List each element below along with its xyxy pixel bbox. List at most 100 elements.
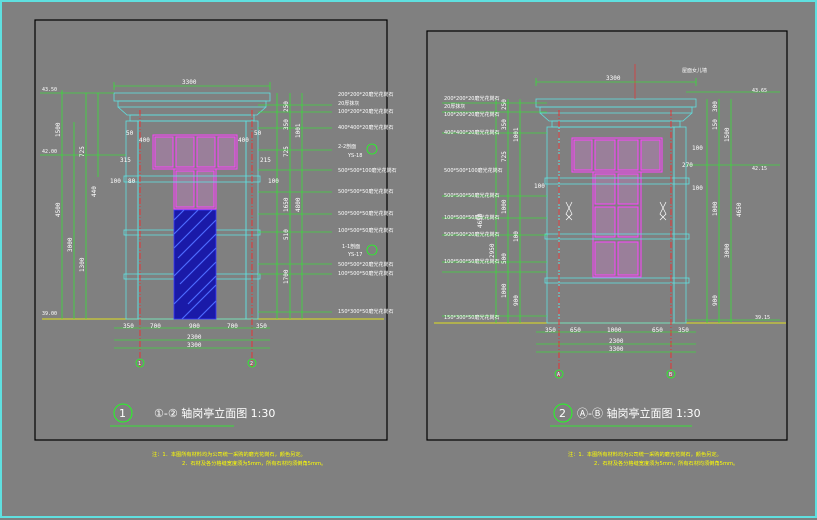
right-dim-2-3: 270 — [682, 162, 693, 169]
overall-width-1: 3300 — [182, 79, 197, 86]
bottom-dim-1-0: 350 — [123, 323, 134, 330]
elevation-base-1: 39.00 — [42, 311, 57, 317]
right-dim-7: 4800 — [295, 197, 302, 212]
right-dim-9: 1700 — [283, 269, 290, 284]
window-lower-2 — [592, 171, 642, 278]
right-dim-6: 1650 — [283, 197, 290, 212]
left-dim-2-6: 2950 — [489, 243, 496, 258]
label-1-2: 100*200*20磨光花岗石 — [338, 108, 393, 115]
right-dim-2-0: 100 — [692, 145, 703, 152]
inner-dim-3: 100 — [110, 178, 121, 185]
note-2-1: 2．石材及各分格缝宽度须为5mm，所有石材均须倒角5mm。 — [594, 459, 738, 467]
door-hatch-lines-1 — [173, 209, 217, 320]
inner-dim-6: 400 — [238, 137, 249, 144]
bottom-dim-2-2: 1000 — [607, 327, 622, 334]
window-lower-1 — [173, 168, 217, 210]
note-1-0: 注：1．本图所有材料均为公司统一采购的磨光花岗石，颜色另定。 — [152, 450, 306, 458]
left-dim-5: 725 — [79, 146, 86, 157]
column-right-2 — [673, 126, 687, 324]
left-dim-2-2: 1001 — [513, 127, 520, 142]
cornice-mid-2 — [539, 106, 693, 114]
section-marker-1-a — [366, 143, 378, 155]
label-2-5: 500*500*50磨光花岗石 — [444, 192, 499, 199]
elevation-base-2: 39.15 — [755, 315, 770, 321]
label-1-13: 100*500*50磨光花岗石 — [338, 270, 393, 277]
right-dim-2-5: 1500 — [724, 127, 731, 142]
right-dim-2-1: 300 — [712, 101, 719, 112]
bottom-total-inner-2: 2300 — [609, 338, 624, 345]
axis-bubble-2-left — [554, 369, 564, 379]
right-dim-1: 250 — [283, 101, 290, 112]
material-labels-1: 200*200*20磨光花岗石 20厚抹灰 100*200*20磨光花岗石 40… — [338, 91, 397, 315]
left-dims-1: 1500 4500 3000 1300 725 440 315 — [55, 122, 131, 272]
inner-dim-1: 50 — [126, 130, 134, 137]
right-dim-2-8: 100 — [692, 185, 703, 192]
elevation-top-1: 43.50 — [42, 87, 57, 93]
label-2-3: 400*400*20磨光花岗石 — [444, 129, 499, 136]
inner-dim-4: 80 — [128, 178, 136, 185]
right-dim-2-2: 150 — [712, 119, 719, 130]
label-1-7: 500*500*50磨光花岗石 — [338, 188, 393, 195]
cornice-base-2 — [551, 120, 681, 128]
right-dim-2-9: 900 — [712, 295, 719, 306]
label-1-9: 100*500*50磨光花岗石 — [338, 227, 393, 234]
label-1-14: 150*300*50磨光花岗石 — [338, 308, 393, 315]
label-1-12: 500*500*20磨光花岗石 — [338, 261, 393, 268]
column-left-2 — [546, 126, 560, 324]
left-dim-1: 1500 — [55, 122, 62, 137]
note-1-1: 2．石材及各分格缝宽度须为5mm，所有石材均须倒角5mm。 — [182, 459, 326, 467]
inner-dim-7: 50 — [254, 130, 262, 137]
note-2-0: 注：1．本图所有材料均为公司统一采购的磨光花岗石，颜色另定。 — [568, 450, 722, 458]
window-upper-2 — [571, 137, 663, 173]
label-2-1: 20厚抹灰 — [444, 103, 465, 110]
bottom-dim-1-4: 350 — [256, 323, 267, 330]
label-2-9: 150*300*50磨光花岗石 — [444, 314, 499, 321]
bottom-dim-2-3: 650 — [652, 327, 663, 334]
left-dim-2-9: 500 — [501, 253, 508, 264]
label-2-8: 100*500*50磨光花岗石 — [444, 258, 499, 265]
bottom-dims-1: 350 700 900 700 350 2300 3300 — [123, 323, 267, 349]
door-hatch-1 — [173, 209, 217, 320]
axis-label-1-left: 1 — [138, 361, 141, 367]
label-1-10: 1-1剖面 — [342, 243, 360, 250]
top-label-2: 屋面女儿墙 — [682, 67, 707, 74]
inner-dim-2: 400 — [139, 137, 150, 144]
bottom-dim-1-3: 700 — [227, 323, 238, 330]
right-dim-2-6: 4650 — [736, 202, 743, 217]
axis-bubble-2-right — [666, 369, 676, 379]
right-dim-2: 350 — [283, 119, 290, 130]
label-2-7: 500*500*20磨光花岗石 — [444, 231, 499, 238]
axis-label-2-right: B — [669, 372, 672, 378]
cornice-top-2 — [535, 98, 697, 108]
column-left-1 — [125, 120, 139, 320]
section-marker-1-b — [366, 244, 378, 256]
inner-dims-1: 50 400 100 80 100 400 50 — [110, 130, 279, 185]
cornice-bracket-2 — [539, 112, 693, 122]
right-dim-2-4: 1000 — [712, 201, 719, 216]
label-1-11: YS-17 — [347, 252, 362, 258]
bottom-dims-2: 350 650 1000 650 350 2300 3300 — [545, 327, 689, 353]
label-2-6: 100*500*50磨光花岗石 — [444, 214, 499, 221]
band-3-2 — [544, 277, 690, 284]
label-2-4: 500*500*100磨光花岗石 — [444, 167, 503, 174]
material-labels-2: 200*200*20磨光花岗石 20厚抹灰 100*200*20磨光花岗石 40… — [444, 95, 503, 321]
axis-label-2-left: A — [557, 372, 560, 378]
frame-2 — [426, 30, 788, 441]
label-1-1: 20厚抹灰 — [338, 100, 359, 107]
elevation-mid-2: 42.15 — [752, 166, 767, 172]
left-dim-2-5: 1000 — [501, 199, 508, 214]
frame-1 — [34, 19, 388, 441]
bottom-total-inner-1: 2300 — [187, 334, 202, 341]
drawing-title-2: Ⓐ-Ⓑ 轴岗亭立面图 1:30 — [577, 406, 701, 420]
left-dim-2-7: 4650 — [477, 213, 484, 228]
title-bubble-2 — [553, 403, 573, 423]
title-number-1: 1 — [119, 407, 126, 420]
axis-bubble-1-right — [247, 358, 257, 368]
elevation-mid-1: 42.00 — [42, 149, 57, 155]
right-dim-2-7: 3000 — [724, 243, 731, 258]
axis-bubble-1-left — [135, 358, 145, 368]
bottom-total-1: 3300 — [187, 342, 202, 349]
bottom-dim-1-1: 700 — [150, 323, 161, 330]
left-dim-2-10: 1000 — [501, 283, 508, 298]
